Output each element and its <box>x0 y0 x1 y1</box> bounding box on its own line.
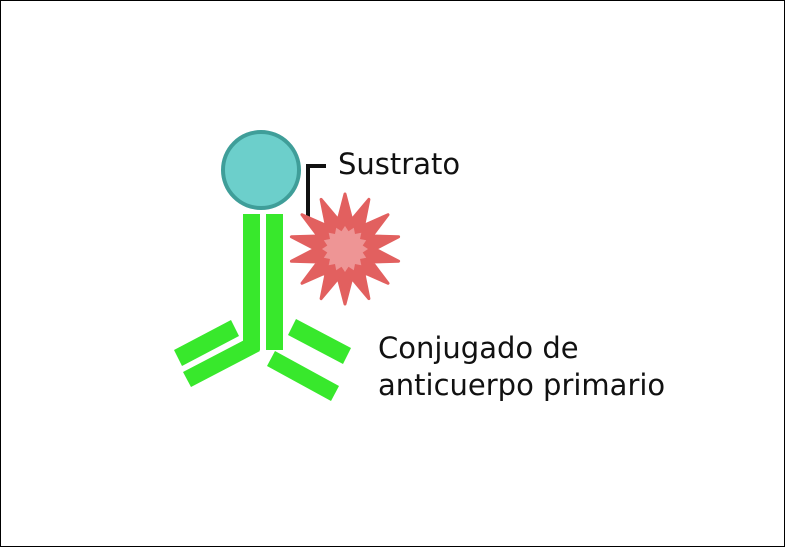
antibody-y-icon <box>174 214 351 401</box>
substrate-label: Sustrato <box>338 147 461 181</box>
antibody-heavy-chain-right <box>266 214 283 350</box>
substrate-inner-core <box>322 226 368 272</box>
enzyme-circle-icon <box>221 130 301 210</box>
antibody-arm-right-outer <box>288 319 351 364</box>
antibody-heavy-chain-left <box>243 214 260 350</box>
substrate-leader-line <box>306 164 326 220</box>
antibody-arm-right-inner <box>267 351 339 401</box>
conjugate-label-line-1: Conjugado de <box>378 331 579 365</box>
antibody-arm-left-inner <box>183 336 260 387</box>
antibody-arm-left-outer <box>174 320 239 366</box>
substrate-starburst-icon <box>289 192 401 306</box>
conjugate-label: Conjugado de anticuerpo primario <box>378 330 665 404</box>
conjugate-label-line-2: anticuerpo primario <box>378 368 666 402</box>
